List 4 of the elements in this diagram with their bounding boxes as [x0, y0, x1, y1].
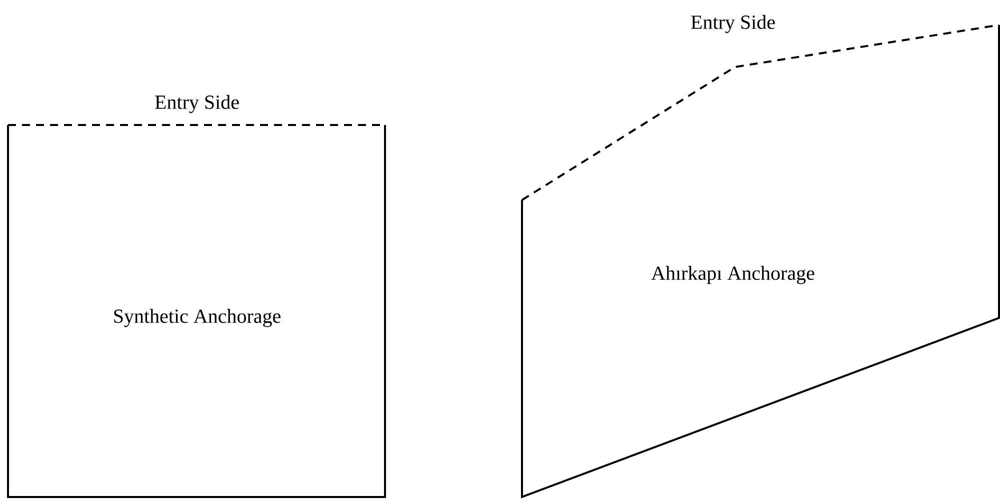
entry-side-label: Entry Side — [691, 14, 775, 34]
area-label: Synthetic Anchorage — [114, 308, 280, 328]
area-label: Ahırkapı Anchorage — [651, 266, 814, 284]
entry-side-label: Entry Side — [155, 94, 239, 114]
